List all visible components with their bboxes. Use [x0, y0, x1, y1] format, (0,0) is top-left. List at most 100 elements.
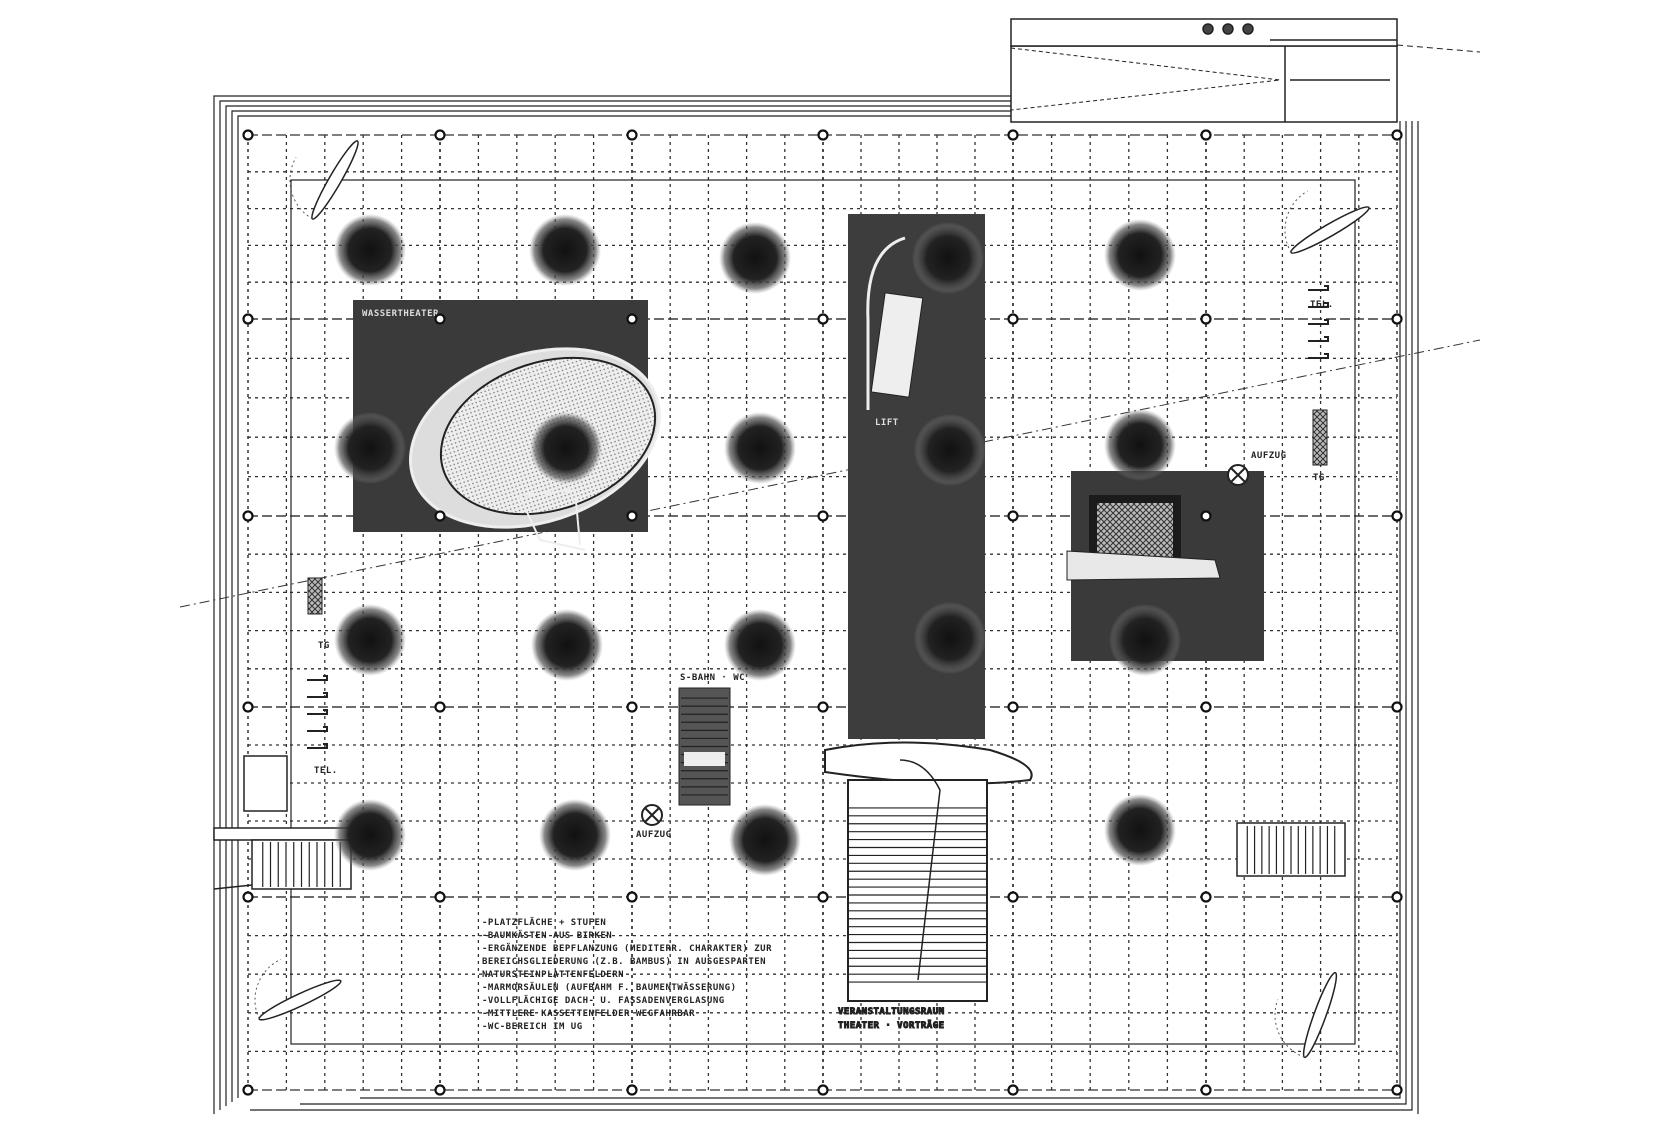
column-marker	[1007, 510, 1019, 522]
lift-car	[870, 292, 924, 398]
tg-vent-left: TG	[307, 577, 330, 651]
tree	[334, 604, 406, 676]
column-marker	[1200, 510, 1212, 522]
column-marker	[817, 1084, 829, 1096]
tree	[724, 412, 796, 484]
vent-icon	[1202, 23, 1214, 35]
legend-item: -PLATZFLÄCHE + STUFEN	[482, 917, 606, 928]
legend-item: -MITTLERE KASSETTENFELDER WEGFAHRBAR	[482, 1009, 695, 1019]
column-marker	[1007, 313, 1019, 325]
sbahn-wc-label: S-BAHN · WC	[680, 673, 745, 683]
column-marker	[242, 701, 254, 713]
telephone-icon	[307, 726, 328, 732]
column-marker	[1200, 313, 1212, 325]
column-marker	[626, 510, 638, 522]
column-marker	[626, 701, 638, 713]
telephones-right	[1308, 285, 1329, 359]
main-stair: VERANSTALTUNGSRAUM THEATER · VORTRÄGE	[824, 741, 1033, 1032]
column-marker	[434, 701, 446, 713]
plaza-boundary	[290, 179, 1356, 1045]
column-marker	[1391, 891, 1403, 903]
column-marker	[817, 701, 829, 713]
column-marker	[626, 1084, 638, 1096]
telephone-icon	[1308, 353, 1329, 359]
column-marker	[242, 129, 254, 141]
tree	[334, 412, 406, 484]
telephones-left	[307, 675, 328, 749]
column-marker	[817, 313, 829, 325]
column-marker	[1200, 129, 1212, 141]
column-marker	[626, 129, 638, 141]
elevator-label-right: AUFZUG	[1251, 451, 1287, 461]
revolving-door	[289, 140, 359, 220]
tree	[334, 799, 406, 871]
column-marker	[1200, 1084, 1212, 1096]
right-stair	[1236, 822, 1346, 877]
lift-label: LIFT	[875, 418, 899, 428]
tg-label-right: TG	[1313, 473, 1325, 483]
column-marker	[242, 1084, 254, 1096]
columns	[242, 129, 1403, 1096]
telephone-icon	[307, 743, 328, 749]
legend-item: BEREICHSGLIEDERUNG (Z.B. BAMBUS) IN AUSG…	[482, 957, 766, 967]
legend-item: NATURSTEINPLATTENFELDERN	[482, 970, 624, 980]
column-marker	[1391, 701, 1403, 713]
venue-sublabel: THEATER · VORTRÄGE	[838, 1020, 945, 1031]
tree	[334, 214, 406, 286]
column-marker	[817, 891, 829, 903]
glass-doors	[254, 140, 1370, 1059]
column-marker	[1200, 891, 1212, 903]
revolving-door	[1284, 190, 1370, 254]
trees	[334, 214, 1181, 876]
sbahn-wc-stair: S-BAHN · WC AUFZUG	[636, 673, 745, 840]
column-marker	[434, 1084, 446, 1096]
tree	[1104, 409, 1176, 481]
tree	[1104, 794, 1176, 866]
tree	[539, 799, 611, 871]
revolving-door	[254, 958, 342, 1021]
column-marker	[817, 129, 829, 141]
telephone-icon	[307, 675, 328, 681]
telephone-icon	[307, 709, 328, 715]
tree	[529, 214, 601, 286]
revolving-door	[1274, 971, 1338, 1059]
entrance-building	[1010, 18, 1481, 123]
section-line	[179, 339, 1481, 608]
legend-item: -VOLLFLÄCHIGE DACH- U. FASSADENVERGLASUN…	[482, 995, 725, 1006]
tree	[719, 222, 791, 294]
legend-item: -WC-BEREICH IM UG	[482, 1022, 583, 1032]
tree	[914, 414, 986, 486]
column-marker	[1007, 701, 1019, 713]
water-theatre-label: WASSERTHEATER	[362, 309, 439, 319]
tg-vent-right: TG	[1312, 409, 1328, 483]
column-marker	[242, 891, 254, 903]
column-marker	[1391, 1084, 1403, 1096]
tree	[1109, 604, 1181, 676]
telephone-icon	[1308, 302, 1329, 308]
column-marker	[626, 891, 638, 903]
column-marker	[434, 510, 446, 522]
tree	[531, 609, 603, 681]
outer-border	[213, 95, 1419, 1114]
column-marker	[1200, 701, 1212, 713]
tree	[729, 804, 801, 876]
column-marker	[242, 313, 254, 325]
tg-label-left: TG	[318, 641, 330, 651]
telephone-icon	[307, 692, 328, 698]
column-marker	[434, 129, 446, 141]
tree	[914, 602, 986, 674]
column-marker	[434, 891, 446, 903]
tree	[724, 609, 796, 681]
column-marker	[1391, 129, 1403, 141]
legend: -PLATZFLÄCHE + STUFEN -BAUMKÄSTEN AUS BIR…	[482, 917, 772, 1032]
column-marker	[626, 313, 638, 325]
legend-item: -BAUMKÄSTEN AUS BIRKEN	[482, 930, 612, 941]
telephone-icon	[1308, 319, 1329, 325]
column-marker	[1391, 510, 1403, 522]
column-marker	[1007, 891, 1019, 903]
column-marker	[1007, 1084, 1019, 1096]
tree	[1104, 219, 1176, 291]
telephone-icon	[1308, 285, 1329, 291]
